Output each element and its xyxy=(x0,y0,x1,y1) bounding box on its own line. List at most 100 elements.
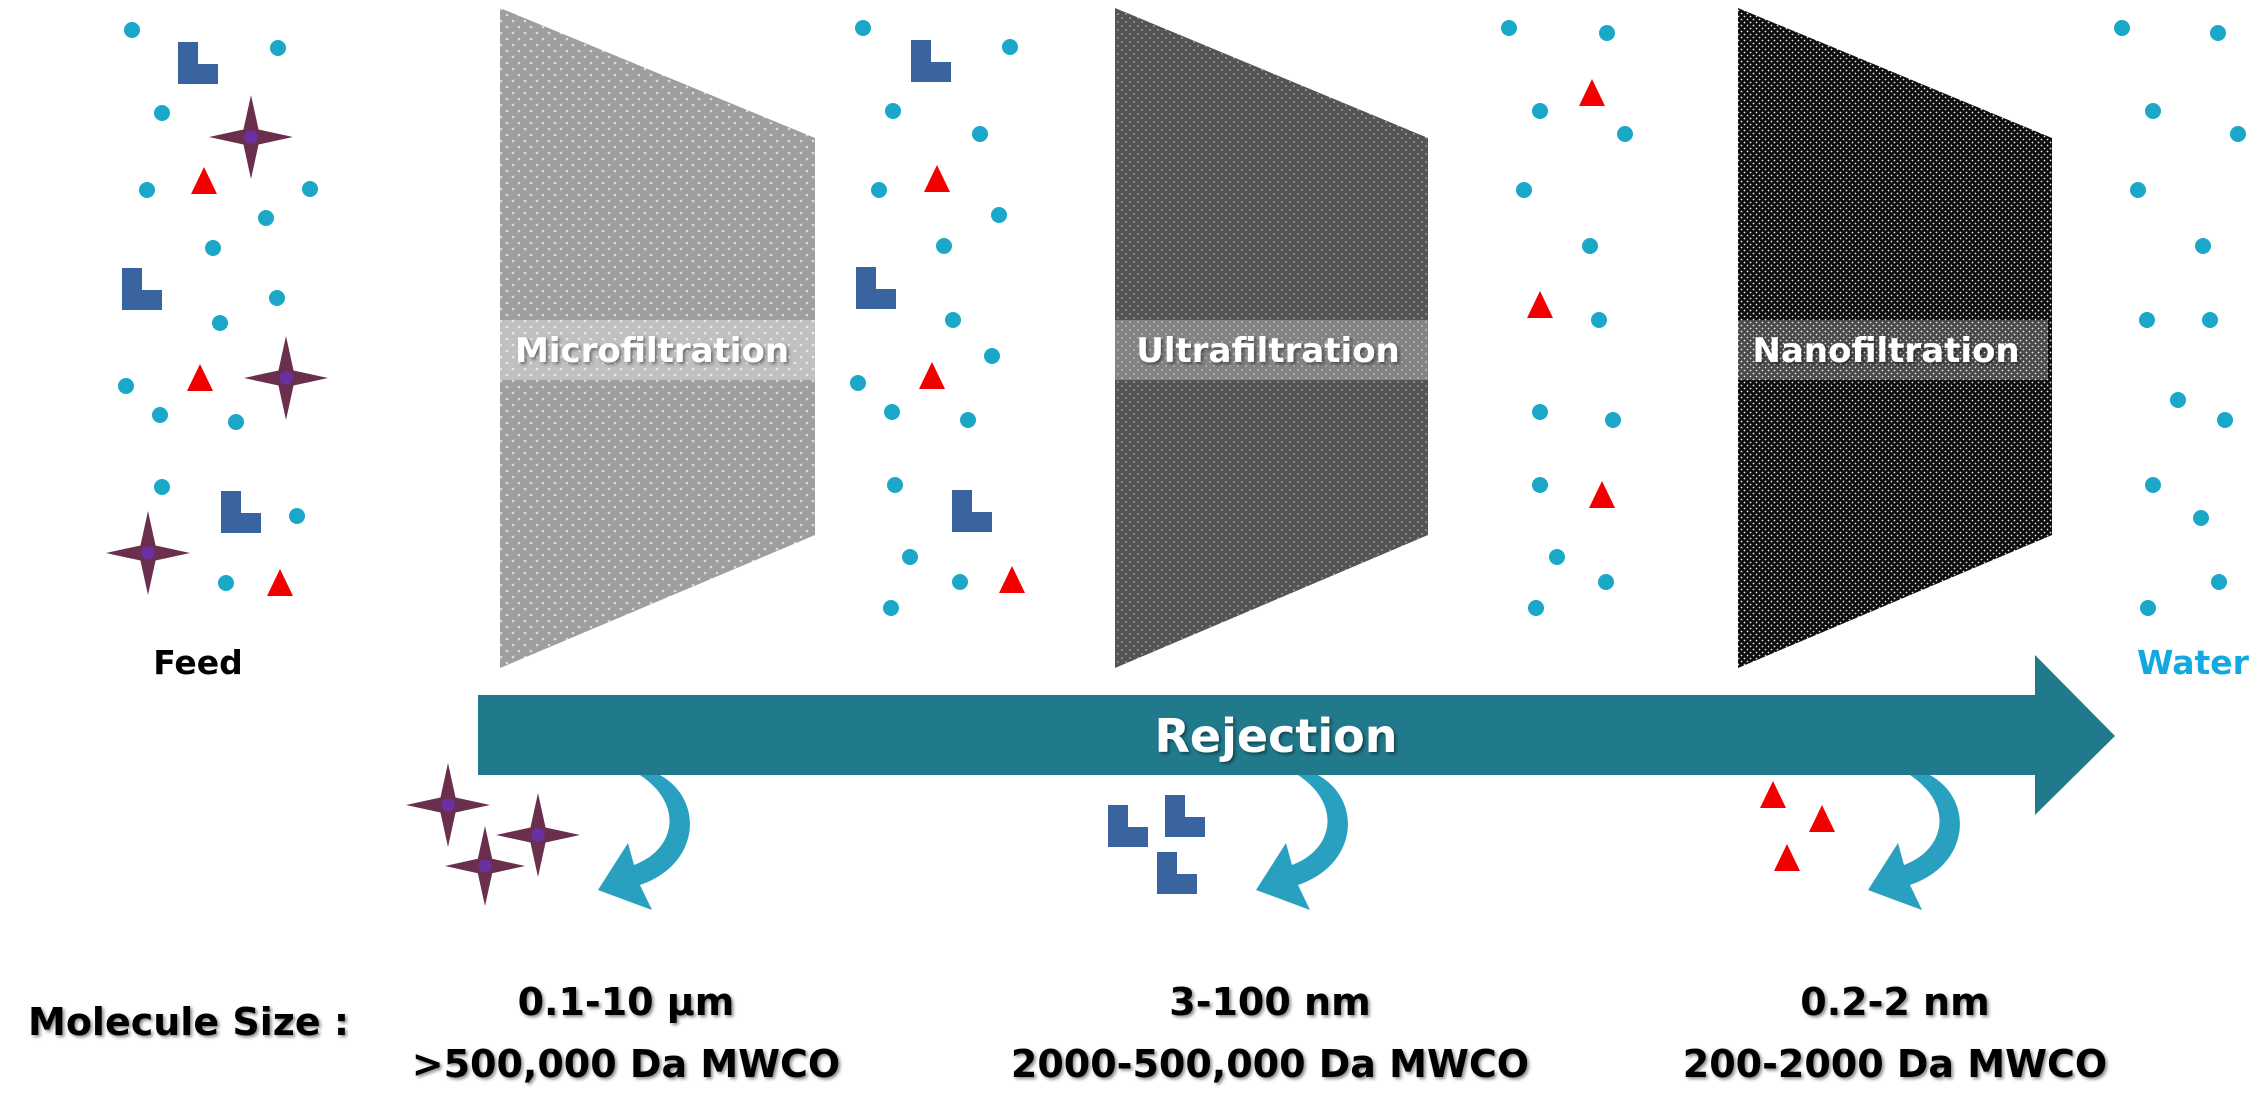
water-particle-dot xyxy=(212,315,228,331)
l-shape-particle xyxy=(122,268,162,310)
water-particle-dot xyxy=(1605,412,1621,428)
water-particle-dot xyxy=(2145,103,2161,119)
water-particle-dot xyxy=(228,414,244,430)
triangle-particle xyxy=(1579,79,1605,106)
star-center xyxy=(478,859,492,873)
mwco-nanofiltration: 200-2000 Da MWCO xyxy=(1683,1042,2107,1086)
water-particle-dot xyxy=(1582,238,1598,254)
water-particle-dot xyxy=(884,404,900,420)
triangle-particle xyxy=(919,362,945,389)
star-center xyxy=(244,130,258,144)
water-particle-dot xyxy=(1617,126,1633,142)
water-particle-dot xyxy=(902,549,918,565)
water-particle-dot xyxy=(1591,312,1607,328)
l-shape-particle xyxy=(911,40,951,82)
water-particle-dot xyxy=(945,312,961,328)
star-center xyxy=(141,546,155,560)
water-particle-dot xyxy=(1599,25,1615,41)
water-particle-dot xyxy=(1532,103,1548,119)
mwco-microfiltration: >500,000 Da MWCO xyxy=(412,1042,840,1086)
water-particle-dot xyxy=(2210,25,2226,41)
star-center xyxy=(441,798,455,812)
water-label: Water xyxy=(2137,643,2250,682)
l-shape-particle xyxy=(1108,805,1148,847)
small-solute-particles xyxy=(187,79,1835,871)
rejection-label: Rejection xyxy=(1155,709,1398,763)
water-particle-dot xyxy=(205,240,221,256)
triangle-particle xyxy=(191,167,217,194)
water-particle-dot xyxy=(2202,312,2218,328)
water-particle-dot xyxy=(2193,510,2209,526)
water-particle-dot xyxy=(302,181,318,197)
membrane-nanofiltration: Nanofiltration xyxy=(1738,8,2052,668)
l-shape-particle xyxy=(1165,795,1205,837)
water-particle-dot xyxy=(1501,20,1517,36)
water-particle-dot xyxy=(2217,412,2233,428)
water-particle-dot xyxy=(2139,312,2155,328)
water-particle-dot xyxy=(218,575,234,591)
feed-label: Feed xyxy=(153,643,243,682)
star-particle xyxy=(496,793,580,877)
water-particle-dot xyxy=(936,238,952,254)
water-particle-dot xyxy=(2230,126,2246,142)
water-particle-dot xyxy=(871,182,887,198)
water-particle-dot xyxy=(1532,477,1548,493)
water-particle-dot xyxy=(1549,549,1565,565)
water-particle-dot xyxy=(118,378,134,394)
return-arrow-nanofiltration xyxy=(1868,775,1960,910)
triangle-particle xyxy=(1774,844,1800,871)
water-particle-dot xyxy=(269,290,285,306)
water-particle-dot xyxy=(2195,238,2211,254)
water-particle-dot xyxy=(972,126,988,142)
membrane-label-nanofiltration: Nanofiltration xyxy=(1752,331,2019,371)
water-particle-dot xyxy=(124,22,140,38)
water-particle-dot xyxy=(883,600,899,616)
star-particle xyxy=(445,826,525,906)
water-particle-dot xyxy=(991,207,1007,223)
water-particle-dot xyxy=(152,407,168,423)
water-particle-dot xyxy=(2211,574,2227,590)
l-shape-particle xyxy=(221,491,261,533)
rejection-arrow: Rejection xyxy=(478,655,2115,815)
water-particle-dot xyxy=(887,477,903,493)
water-particle-dot xyxy=(885,103,901,119)
star-particle xyxy=(244,336,328,420)
membrane-label-ultrafiltration: Ultrafiltration xyxy=(1136,331,1400,371)
water-particle-dot xyxy=(2130,182,2146,198)
water-particle-dot xyxy=(1516,182,1532,198)
water-particle-dot xyxy=(289,508,305,524)
water-particle-dot xyxy=(850,375,866,391)
triangle-particle xyxy=(267,569,293,596)
water-particle-dot xyxy=(855,20,871,36)
l-shape-particle xyxy=(952,490,992,532)
return-arrow-microfiltration xyxy=(598,775,690,910)
l-shape-particle xyxy=(856,267,896,309)
water-particle-dot xyxy=(2145,477,2161,493)
water-particle-dot xyxy=(2140,600,2156,616)
water-particle-dot xyxy=(154,479,170,495)
water-particle-dot xyxy=(984,348,1000,364)
membrane-ultrafiltration: Ultrafiltration xyxy=(1115,8,1428,668)
water-particle-dot xyxy=(2170,392,2186,408)
water-particle-dot xyxy=(2114,20,2130,36)
triangle-particle xyxy=(924,165,950,192)
triangle-particle xyxy=(187,364,213,391)
water-particle-dot xyxy=(258,210,274,226)
macromolecule-particles xyxy=(122,40,1205,894)
water-particle-dot xyxy=(270,40,286,56)
membrane-microfiltration: Microfiltration xyxy=(500,8,815,668)
water-particle-dot xyxy=(1532,404,1548,420)
triangle-particle xyxy=(1527,291,1553,318)
membrane-label-microfiltration: Microfiltration xyxy=(515,331,789,371)
water-particle-dot xyxy=(960,412,976,428)
water-particles xyxy=(118,20,2246,616)
triangle-particle xyxy=(1809,805,1835,832)
size-range-ultrafiltration: 3-100 nm xyxy=(1169,980,1370,1024)
large-particles xyxy=(106,95,580,906)
triangle-particle xyxy=(1589,481,1615,508)
star-particle xyxy=(209,95,293,179)
star-center xyxy=(531,828,545,842)
size-range-nanofiltration: 0.2-2 nm xyxy=(1800,980,1989,1024)
water-particle-dot xyxy=(952,574,968,590)
